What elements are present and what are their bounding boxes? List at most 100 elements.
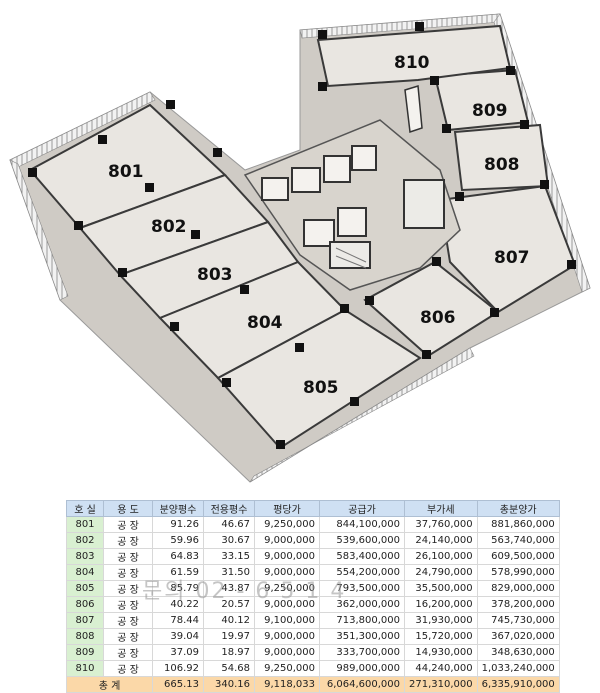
column-marker [490,308,499,317]
cell-supply-price: 351,300,000 [319,628,405,645]
column-marker [118,268,127,277]
unit-label-807: 807 [494,248,530,268]
cell-total-price: 348,630,000 [476,644,560,661]
unit-805-floor [216,308,422,450]
column-marker [455,192,464,201]
column-marker [422,350,431,359]
column-marker [415,22,424,31]
cell-use: 공 장 [103,612,153,629]
column-marker [213,148,222,157]
cell-supply-price: 333,700,000 [319,644,405,661]
header-supply-price: 공급가 [319,500,405,517]
unit-label-803: 803 [197,265,233,285]
cell-total-price: 1,033,240,000 [476,660,560,677]
cell-unit: 805 [66,580,104,597]
column-marker [98,135,107,144]
cell-sale-area: 39.04 [152,628,204,645]
table-row: 802 공 장 59.96 30.67 9,000,000 539,600,00… [66,532,560,549]
cell-total-price: 829,000,000 [476,580,560,597]
column-marker [276,440,285,449]
cell-price-per-pyeong: 9,000,000 [254,644,320,661]
railing-south [249,347,475,483]
cell-unit: 808 [66,628,104,645]
cell-exclusive-area: 40.12 [203,612,255,629]
header-vat: 부가세 [404,500,478,517]
header-sale-area: 분양평수 [152,500,204,517]
column-marker [430,76,439,85]
unit-809-floor [433,68,530,132]
column-marker [28,168,37,177]
cell-vat: 37,760,000 [404,516,478,533]
column-marker [540,180,549,189]
unit-label-806: 806 [420,308,456,328]
column-marker [240,285,249,294]
total-total-price: 6,335,910,000 [476,676,560,693]
column-marker [74,221,83,230]
header-use: 용 도 [103,500,153,517]
column-marker [166,100,175,109]
table-row: 806 공 장 40.22 20.57 9,000,000 362,000,00… [66,596,560,613]
cell-price-per-pyeong: 9,000,000 [254,532,320,549]
cell-vat: 44,240,000 [404,660,478,677]
table-row: 803 공 장 64.83 33.15 9,000,000 583,400,00… [66,548,560,565]
cell-price-per-pyeong: 9,000,000 [254,548,320,565]
table-row: 805 공 장 85.79 43.87 9,250,000 793,500,00… [66,580,560,597]
cell-price-per-pyeong: 9,250,000 [254,516,320,533]
cell-total-price: 578,990,000 [476,564,560,581]
cell-vat: 14,930,000 [404,644,478,661]
railing-southwest [9,159,69,301]
column-marker [520,120,529,129]
table-header-row: 호 실 용 도 분양평수 전용평수 평당가 공급가 부가세 총분양가 [66,500,560,517]
unit-label-810: 810 [394,53,430,73]
total-price-per-pyeong: 9,118,033 [254,676,320,693]
cell-supply-price: 713,800,000 [319,612,405,629]
cell-total-price: 367,020,000 [476,628,560,645]
cell-vat: 35,500,000 [404,580,478,597]
cell-exclusive-area: 54.68 [203,660,255,677]
building-core [243,85,461,291]
cell-exclusive-area: 33.15 [203,548,255,565]
table-row: 801 공 장 91.26 46.67 9,250,000 844,100,00… [66,516,560,533]
column-marker [170,322,179,331]
cell-vat: 24,790,000 [404,564,478,581]
cell-supply-price: 844,100,000 [319,516,405,533]
column-marker [295,343,304,352]
unit-label-805: 805 [303,378,339,398]
cell-unit: 801 [66,516,104,533]
unit-label-808: 808 [484,155,520,175]
unit-label-804: 804 [247,313,283,333]
header-unit: 호 실 [66,500,104,517]
cell-exclusive-area: 18.97 [203,644,255,661]
column-marker [145,183,154,192]
unit-label-802: 802 [151,217,187,237]
cell-vat: 24,140,000 [404,532,478,549]
cell-unit: 810 [66,660,104,677]
column-marker [432,257,441,266]
cell-price-per-pyeong: 9,100,000 [254,612,320,629]
cell-vat: 15,720,000 [404,628,478,645]
table-row: 808 공 장 39.04 19.97 9,000,000 351,300,00… [66,628,560,645]
cell-use: 공 장 [103,628,153,645]
cell-use: 공 장 [103,548,153,565]
cell-vat: 31,930,000 [404,612,478,629]
contact-watermark: 문의 02 - 6 5 1 4 [142,579,347,604]
cell-sale-area: 37.09 [152,644,204,661]
table-row: 807 공 장 78.44 40.12 9,100,000 713,800,00… [66,612,560,629]
header-total-price: 총분양가 [476,500,560,517]
cell-exclusive-area: 46.67 [203,516,255,533]
total-label: 총 계 [66,676,153,693]
cell-use: 공 장 [103,660,153,677]
cell-sale-area: 106.92 [152,660,204,677]
column-marker [340,304,349,313]
cell-total-price: 881,860,000 [476,516,560,533]
cell-exclusive-area: 30.67 [203,532,255,549]
cell-use: 공 장 [103,532,153,549]
total-sale-area: 665.13 [152,676,204,693]
column-marker [350,397,359,406]
cell-sale-area: 78.44 [152,612,204,629]
column-marker [318,30,327,39]
cell-total-price: 563,740,000 [476,532,560,549]
cell-sale-area: 91.26 [152,516,204,533]
header-price-per-pyeong: 평당가 [254,500,320,517]
cell-use: 공 장 [103,644,153,661]
